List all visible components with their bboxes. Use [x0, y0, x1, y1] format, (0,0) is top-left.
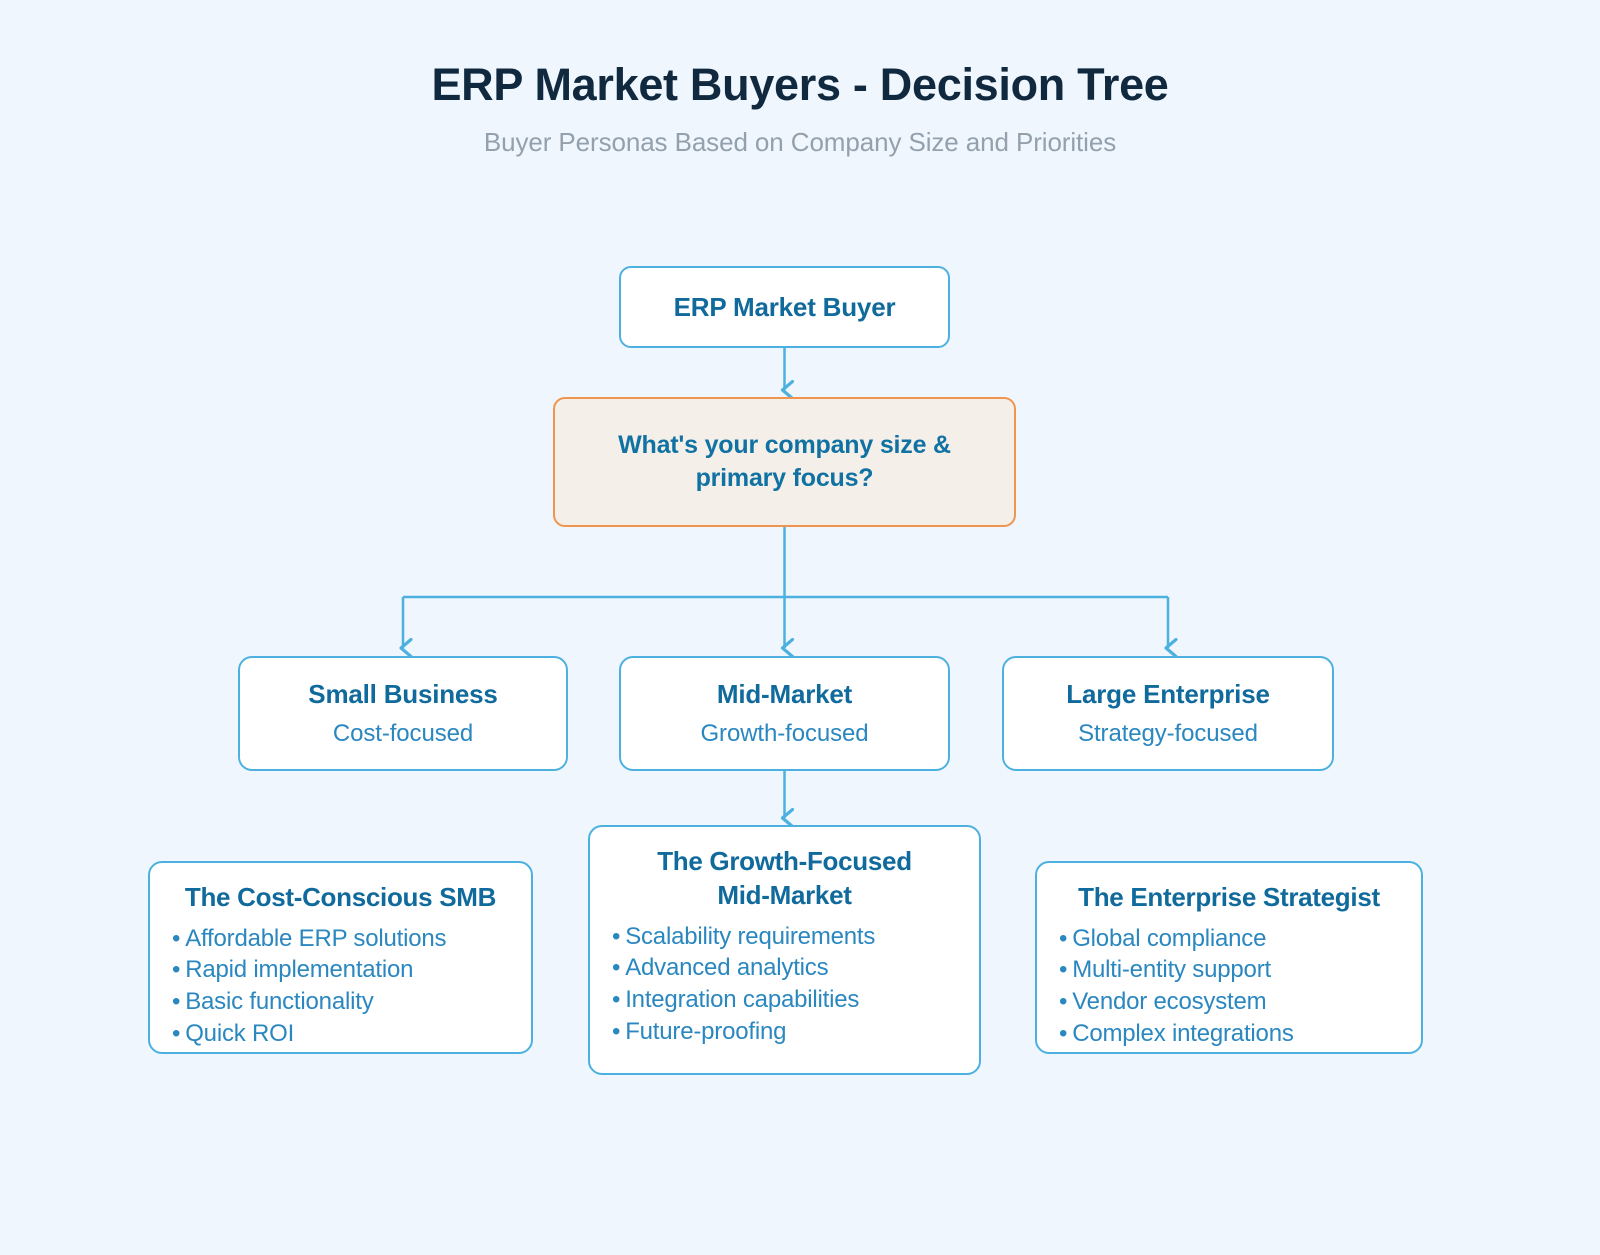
- node-mid-market-sublabel: Growth-focused: [700, 720, 869, 748]
- list-item-label: Affordable ERP solutions: [185, 924, 447, 952]
- bullet-icon: •: [1059, 988, 1068, 1016]
- list-item: •Integration capabilities: [612, 984, 957, 1016]
- persona-title-line1: The Growth-Focused: [657, 846, 912, 876]
- list-item: •Affordable ERP solutions: [172, 923, 509, 955]
- persona-growth-focused-mid-market-list: •Scalability requirements •Advanced anal…: [612, 921, 957, 1048]
- bullet-icon: •: [612, 985, 621, 1013]
- node-mid-market-label: Mid-Market: [716, 678, 853, 709]
- bullet-icon: •: [1059, 1019, 1068, 1047]
- node-large-enterprise-sublabel: Strategy-focused: [1078, 720, 1258, 748]
- persona-cost-conscious-smb[interactable]: The Cost-Conscious SMB •Affordable ERP s…: [148, 861, 533, 1054]
- bullet-icon: •: [1059, 924, 1068, 952]
- node-large-enterprise[interactable]: Large Enterprise Strategy-focused: [1002, 656, 1334, 771]
- node-large-enterprise-label: Large Enterprise: [1066, 678, 1270, 709]
- bullet-icon: •: [172, 988, 181, 1016]
- list-item-label: Future-proofing: [625, 1017, 787, 1045]
- list-item-label: Global compliance: [1072, 924, 1267, 952]
- node-erp-market-buyer[interactable]: ERP Market Buyer: [619, 266, 950, 348]
- list-item: •Scalability requirements: [612, 921, 957, 953]
- list-item: •Complex integrations: [1059, 1018, 1399, 1050]
- page-title: ERP Market Buyers - Decision Tree: [431, 59, 1169, 110]
- list-item: •Advanced analytics: [612, 952, 957, 984]
- list-item-label: Multi-entity support: [1072, 956, 1271, 984]
- bullet-icon: •: [172, 956, 181, 984]
- list-item-label: Quick ROI: [185, 1019, 295, 1047]
- list-item: •Global compliance: [1059, 923, 1399, 955]
- node-small-business-sublabel: Cost-focused: [332, 720, 474, 748]
- node-erp-market-buyer-label: ERP Market Buyer: [673, 291, 896, 322]
- page-subtitle: Buyer Personas Based on Company Size and…: [483, 127, 1117, 158]
- list-item: •Basic functionality: [172, 986, 509, 1018]
- list-item-label: Rapid implementation: [185, 956, 414, 984]
- list-item-label: Vendor ecosystem: [1072, 988, 1267, 1016]
- node-decision-label: What's your company size & primary focus…: [600, 429, 969, 495]
- list-item: •Multi-entity support: [1059, 954, 1399, 986]
- diagram-header: ERP Market Buyers - Decision Tree Buyer …: [0, 59, 1600, 158]
- bullet-icon: •: [1059, 956, 1068, 984]
- list-item: •Quick ROI: [172, 1018, 509, 1050]
- persona-title-line2: Mid-Market: [717, 879, 852, 910]
- bullet-icon: •: [172, 924, 181, 952]
- node-small-business[interactable]: Small Business Cost-focused: [238, 656, 568, 771]
- persona-growth-focused-mid-market-title: The Growth-Focused Mid-Market: [657, 845, 912, 913]
- bullet-icon: •: [612, 922, 621, 950]
- bullet-icon: •: [172, 1019, 181, 1047]
- persona-growth-focused-mid-market[interactable]: The Growth-Focused Mid-Market •Scalabili…: [588, 825, 981, 1075]
- list-item-label: Integration capabilities: [625, 985, 860, 1013]
- list-item: •Future-proofing: [612, 1016, 957, 1048]
- list-item: •Vendor ecosystem: [1059, 986, 1399, 1018]
- persona-enterprise-strategist[interactable]: The Enterprise Strategist •Global compli…: [1035, 861, 1423, 1054]
- persona-cost-conscious-smb-title: The Cost-Conscious SMB: [184, 882, 497, 912]
- persona-enterprise-strategist-title: The Enterprise Strategist: [1078, 882, 1380, 912]
- list-item-label: Advanced analytics: [625, 954, 829, 982]
- node-decision-label-line1: What's your company size &: [618, 431, 951, 459]
- list-item-label: Basic functionality: [185, 988, 374, 1016]
- persona-cost-conscious-smb-list: •Affordable ERP solutions •Rapid impleme…: [172, 923, 509, 1050]
- bullet-icon: •: [612, 1017, 621, 1045]
- list-item-label: Complex integrations: [1072, 1019, 1294, 1047]
- persona-enterprise-strategist-list: •Global compliance •Multi-entity support…: [1059, 923, 1399, 1050]
- node-decision-company-size[interactable]: What's your company size & primary focus…: [553, 397, 1016, 527]
- node-mid-market[interactable]: Mid-Market Growth-focused: [619, 656, 950, 771]
- node-decision-label-line2: primary focus?: [695, 464, 874, 492]
- bullet-icon: •: [612, 954, 621, 982]
- list-item: •Rapid implementation: [172, 954, 509, 986]
- node-small-business-label: Small Business: [308, 678, 498, 709]
- list-item-label: Scalability requirements: [625, 922, 876, 950]
